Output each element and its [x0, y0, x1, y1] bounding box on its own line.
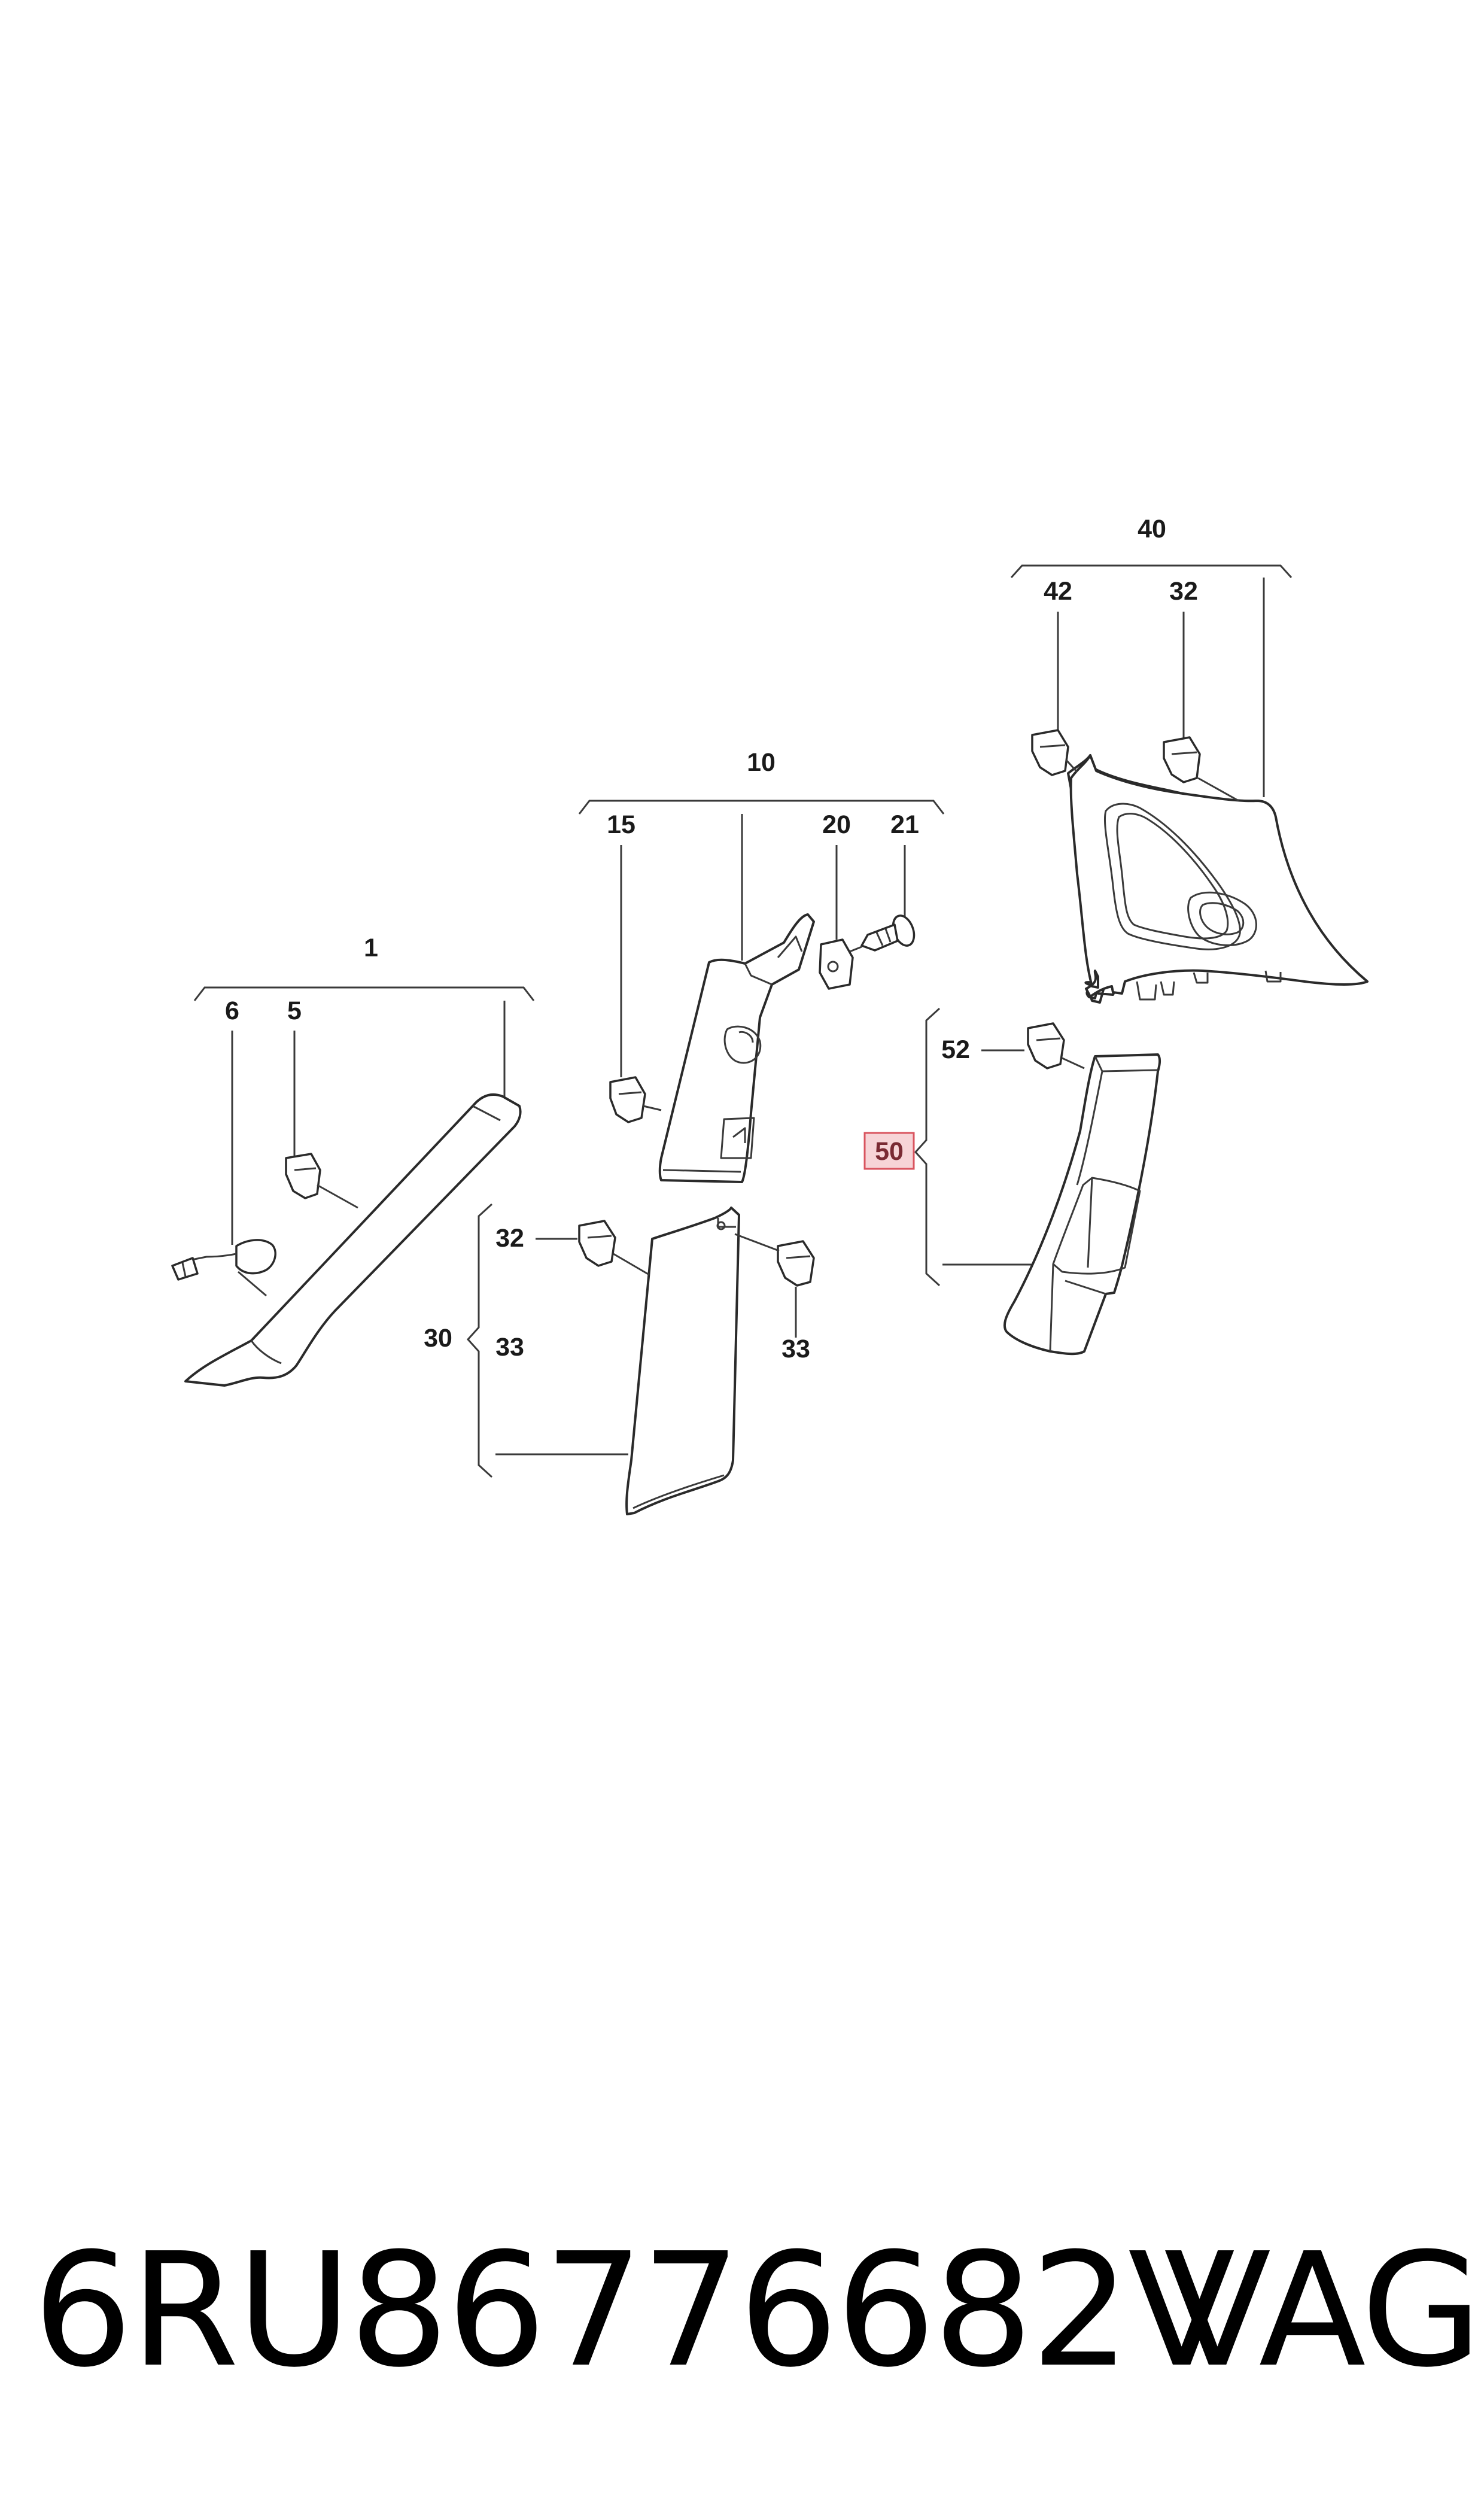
bracket-40 — [1010, 564, 1293, 579]
callout-50[interactable]: 50 — [875, 1137, 904, 1166]
callout-15[interactable]: 15 — [607, 810, 635, 839]
brand-text: VAG — [1164, 2219, 1482, 2402]
callout-20[interactable]: 20 — [822, 810, 851, 839]
callout-42[interactable]: 42 — [1044, 577, 1072, 606]
callout-21[interactable]: 21 — [890, 810, 919, 839]
clip-15 — [609, 1076, 662, 1123]
part-group-50: 50 52 — [863, 1007, 1161, 1356]
callout-50-highlight — [863, 1132, 915, 1170]
callout-5[interactable]: 5 — [287, 996, 302, 1025]
part-group-40: 40 42 32 — [1010, 515, 1369, 1004]
callout-1[interactable]: 1 — [364, 934, 378, 962]
airbag-connector-6 — [171, 1239, 276, 1297]
bracket-1 — [193, 986, 535, 1001]
part-group-30: 30 32 33 33 — [424, 1203, 815, 1515]
clip-42 — [1031, 729, 1078, 776]
part-group-10: 10 15 20 21 — [578, 748, 945, 1183]
a-pillar-trim — [184, 1093, 522, 1387]
bracket-30 — [466, 1203, 493, 1478]
b-pillar-lower-trim — [625, 1207, 740, 1515]
callout-6[interactable]: 6 — [225, 996, 239, 1025]
callout-33a[interactable]: 33 — [495, 1333, 524, 1362]
part-number-text: 6RU86776682V — [33, 2219, 1235, 2402]
bracket-50 — [914, 1007, 941, 1287]
callout-32b[interactable]: 32 — [1169, 577, 1198, 606]
callout-30[interactable]: 30 — [424, 1324, 452, 1353]
part-group-1: 1 6 5 — [171, 934, 535, 1387]
callout-10[interactable]: 10 — [747, 748, 776, 777]
callout-32a[interactable]: 32 — [495, 1224, 524, 1253]
clip-32-c-pillar — [1163, 736, 1239, 802]
nut-20 — [819, 938, 854, 990]
clip-5 — [285, 1153, 358, 1209]
b-pillar-upper-trim — [658, 913, 815, 1183]
bracket-10 — [578, 800, 945, 815]
clip-32-left — [578, 1220, 650, 1276]
screw-21 — [849, 914, 916, 953]
callout-33b[interactable]: 33 — [781, 1335, 810, 1363]
clip-52 — [1027, 1022, 1085, 1069]
callout-40[interactable]: 40 — [1138, 515, 1166, 543]
callout-52[interactable]: 52 — [941, 1035, 970, 1064]
clip-33-right — [734, 1233, 815, 1287]
